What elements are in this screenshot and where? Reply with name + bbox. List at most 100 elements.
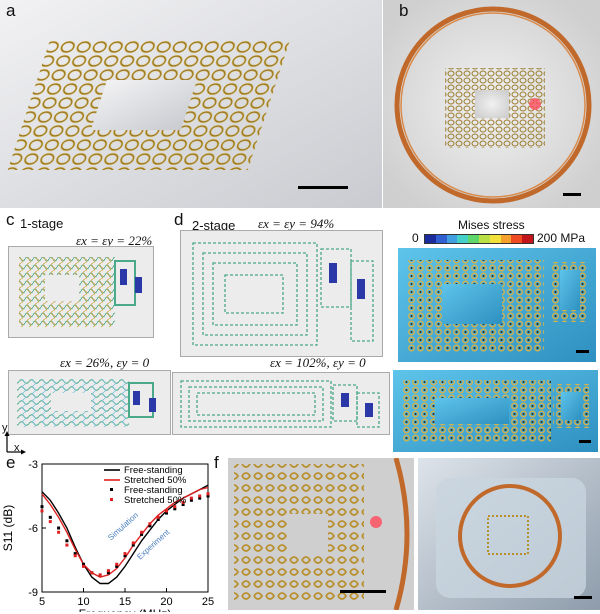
series-point bbox=[40, 505, 44, 509]
chip-component bbox=[120, 269, 127, 285]
x-tick-label: 25 bbox=[202, 596, 214, 608]
series-point bbox=[82, 562, 85, 566]
photo-d-top bbox=[398, 248, 596, 362]
colorbar-swatch bbox=[478, 235, 490, 243]
series-point bbox=[115, 562, 119, 566]
series-point bbox=[106, 569, 110, 573]
series-point bbox=[189, 496, 193, 500]
coil-mesh-d-top bbox=[192, 242, 374, 346]
axis-x-label: x bbox=[14, 442, 20, 454]
legend-label: Free-standing bbox=[124, 465, 183, 476]
chip-component bbox=[329, 263, 337, 283]
colorbar-min: 0 bbox=[412, 231, 419, 245]
coil-mesh-c-bottom bbox=[17, 379, 156, 427]
coil-mesh-d-bottom bbox=[180, 380, 380, 428]
series-point bbox=[181, 500, 185, 504]
panel-label-d: d bbox=[174, 210, 184, 229]
series-point bbox=[173, 507, 177, 511]
series-point bbox=[165, 511, 168, 515]
series-point bbox=[173, 505, 177, 509]
panel-label-e: e bbox=[6, 453, 16, 472]
hand-held-device-photo bbox=[418, 458, 600, 610]
coil-array-photo-a bbox=[0, 0, 382, 208]
stage-label-d: 2-stage bbox=[192, 218, 236, 233]
legend-label: Stretched 50% bbox=[124, 495, 187, 506]
series-point bbox=[140, 530, 144, 534]
series-point bbox=[198, 496, 202, 500]
series-point bbox=[206, 492, 210, 496]
x-tick-label: 20 bbox=[160, 596, 172, 608]
photo-b bbox=[383, 0, 600, 208]
coil-stress-photo-top bbox=[398, 248, 596, 362]
sim-c-top bbox=[8, 246, 154, 338]
series-point bbox=[48, 520, 52, 524]
photo-d-bottom bbox=[393, 370, 598, 452]
scale-bar-d-top bbox=[576, 350, 589, 353]
series-point bbox=[198, 494, 202, 498]
x-axis-label: Frequency (MHz) bbox=[79, 607, 172, 612]
series-point bbox=[165, 509, 168, 513]
series-point bbox=[181, 503, 185, 507]
series-line bbox=[41, 486, 209, 578]
chip-component bbox=[133, 391, 140, 405]
series-point bbox=[140, 532, 144, 536]
panel-label-a: a bbox=[6, 1, 16, 20]
strain-label-d-bottom: εx = 102%, εy = 0 bbox=[270, 355, 366, 370]
series-point bbox=[40, 509, 44, 513]
series-point bbox=[73, 552, 77, 556]
series-point bbox=[148, 524, 152, 528]
panel-label-b: b bbox=[399, 1, 409, 20]
series-point bbox=[82, 564, 85, 568]
colorbar-swatch bbox=[435, 235, 447, 243]
coil-closeup-photo bbox=[228, 458, 414, 610]
strain-label-d-top: εx = εy = 94% bbox=[258, 216, 335, 231]
scale-bar-f-right bbox=[574, 596, 592, 599]
series-point bbox=[73, 554, 77, 558]
strain-label-c-top: εx = εy = 22% bbox=[76, 233, 153, 248]
legend-marker bbox=[110, 498, 113, 501]
stage-label-c: 1-stage bbox=[20, 216, 64, 231]
colorbar-swatch bbox=[425, 235, 436, 243]
series-point bbox=[123, 554, 127, 558]
coil-mesh-c-top bbox=[19, 257, 142, 327]
series-point bbox=[156, 517, 160, 521]
scale-bar-a bbox=[298, 186, 348, 189]
colorbar-max: 200 MPa bbox=[537, 231, 586, 245]
panel-label-c: c bbox=[6, 210, 15, 229]
series-point bbox=[57, 526, 61, 530]
x-tick-label: 5 bbox=[39, 596, 45, 608]
colorbar-swatch bbox=[511, 235, 523, 243]
annotation-label: Simulation bbox=[106, 511, 140, 543]
coil-stress-photo-bottom bbox=[393, 370, 598, 452]
x-tick-label: 15 bbox=[119, 596, 131, 608]
series-point bbox=[65, 543, 69, 547]
series-point bbox=[148, 522, 152, 526]
series-point bbox=[131, 543, 135, 547]
series-point bbox=[189, 498, 193, 502]
series-point bbox=[90, 571, 94, 575]
scale-bar-b bbox=[563, 193, 581, 196]
series-point bbox=[206, 494, 210, 498]
series-point bbox=[65, 539, 69, 543]
series-point bbox=[57, 530, 61, 534]
x-tick-label: 10 bbox=[77, 596, 89, 608]
sim-d-top bbox=[180, 230, 383, 357]
series-point bbox=[98, 573, 102, 577]
series-point bbox=[115, 564, 119, 568]
photo-a bbox=[0, 0, 382, 208]
y-axis-label: S11 (dB) bbox=[1, 505, 15, 551]
panel-label-f: f bbox=[214, 453, 219, 472]
photo-f-left bbox=[228, 458, 414, 610]
series-point bbox=[131, 541, 135, 545]
axis-y-label: y bbox=[2, 422, 8, 434]
sim-d-bottom bbox=[172, 372, 390, 435]
colorbar-swatch bbox=[457, 235, 469, 243]
coil-with-receiver-photo-b bbox=[383, 0, 600, 208]
strain-label-c-bottom: εx = 26%, εy = 0 bbox=[60, 355, 150, 370]
y-tick-label: -9 bbox=[28, 587, 38, 599]
colorbar-swatch bbox=[522, 235, 533, 243]
scale-bar-f-left bbox=[340, 590, 386, 593]
chip-component bbox=[135, 277, 142, 293]
colorbar-swatch bbox=[468, 235, 479, 243]
